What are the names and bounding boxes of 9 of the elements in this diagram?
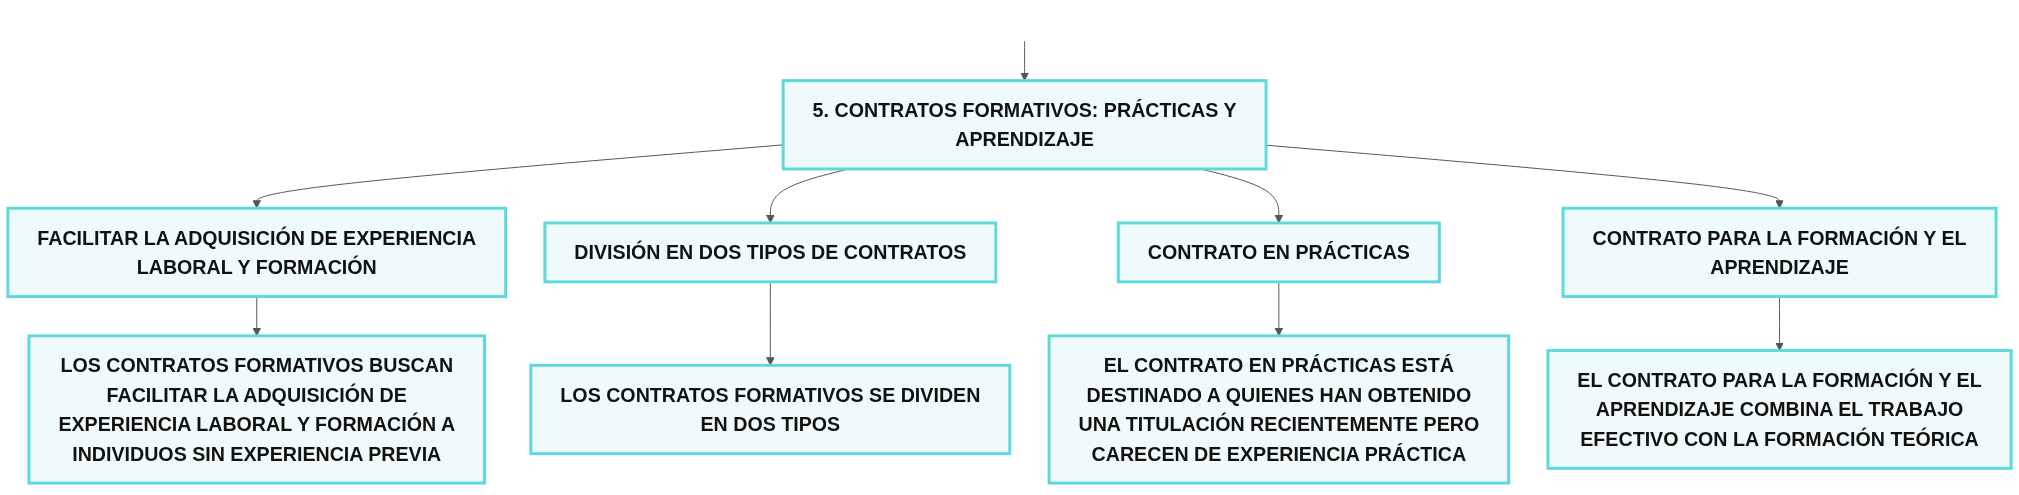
node-box: EL CONTRATO EN PRÁCTICAS ESTÁ DESTINADO A QUIENES HAN OBTENIDO UNA TITULACIÓN RECIENTEMENTE PERO CARECEN DE EXPERIENCIA PRÁCTICA [1047,334,1511,485]
node-box: 5. CONTRATOS FORMATIVOS: PRÁCTICAS Y APRENDIZAJE [781,79,1268,171]
node-box: DIVISIÓN EN DOS TIPOS DE CONTRATOS [543,221,998,284]
node-box: CONTRATO PARA LA FORMACIÓN Y EL APRENDIZAJE [1561,206,1998,299]
node-box: CONTRATO EN PRÁCTICAS [1116,221,1441,284]
node-box: FACILITAR LA ADQUISICIÓN DE EXPERIENCIA LABORAL Y FORMACIÓN [6,206,508,299]
node-box: EL CONTRATO PARA LA FORMACIÓN Y EL APRENDIZAJE COMBINA EL TRABAJO EFECTIVO CON LA FORMACIÓN TEÓRICA [1546,349,2013,470]
node-box: LOS CONTRATOS FORMATIVOS BUSCAN FACILITAR LA ADQUISICIÓN DE EXPERIENCIA LABORAL Y FORMACIÓN A INDIVIDUOS SIN EXPERIENCIA PREVIA [27,334,487,485]
node-box: LOS CONTRATOS FORMATIVOS SE DIVIDEN EN DOS TIPOS [529,363,1012,456]
